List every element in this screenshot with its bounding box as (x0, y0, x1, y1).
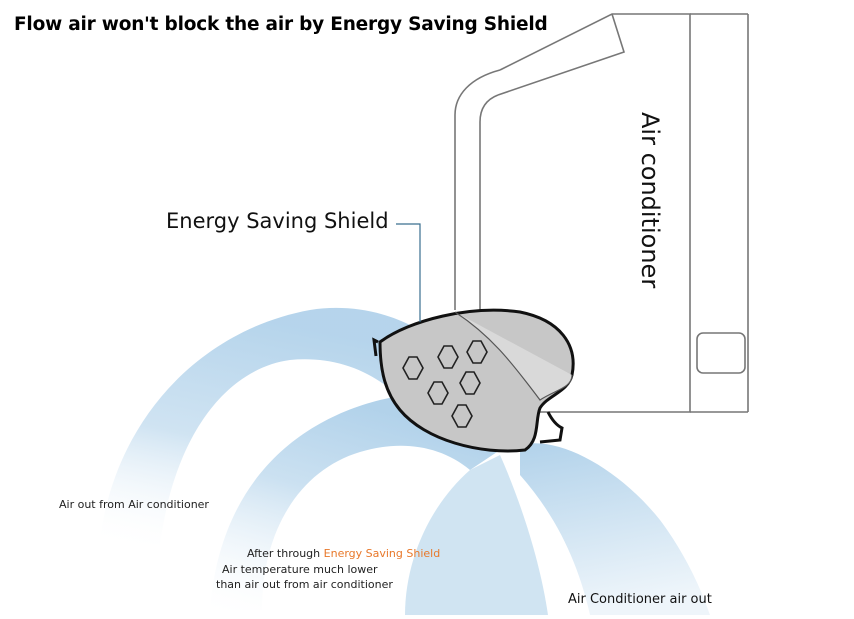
air-out-label: Air out from Air conditioner (59, 498, 209, 511)
page-title: Flow air won't block the air by Energy S… (14, 14, 548, 35)
shield-leader-line (396, 223, 421, 322)
after-through-label: After through Energy Saving Shield (247, 547, 440, 560)
airflow-left (100, 307, 440, 545)
airflow-right (520, 443, 710, 615)
temperature-line-1: Air temperature much lower (222, 563, 378, 576)
ac-air-out-label: Air Conditioner air out (568, 592, 712, 607)
shield-hexagons (402, 340, 488, 428)
energy-saving-shield-label: Energy Saving Shield (166, 209, 389, 233)
after-through-highlight: Energy Saving Shield (323, 547, 441, 560)
after-through-prefix: After through (247, 547, 324, 560)
airflow-right-lower (405, 455, 548, 615)
air-conditioner-label: Air conditioner (636, 112, 664, 289)
temperature-line-2: than air out from air conditioner (216, 578, 393, 591)
air-conditioner-unit (454, 13, 749, 413)
energy-saving-shield (372, 308, 575, 453)
airflow-middle (210, 395, 515, 610)
